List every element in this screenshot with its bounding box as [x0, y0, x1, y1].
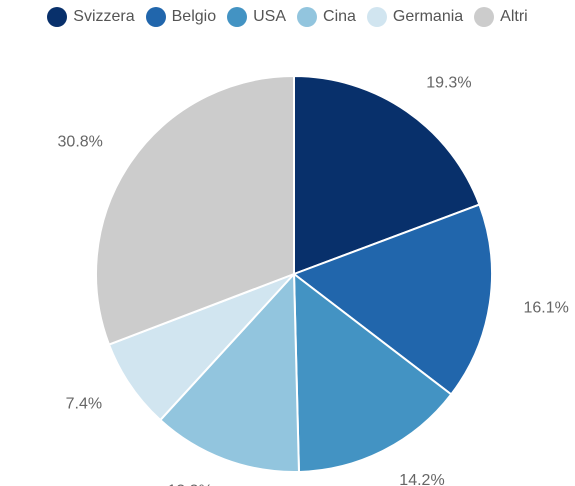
legend-label-4: Germania: [392, 8, 464, 25]
pie-slices: [95, 75, 493, 473]
legend-label-5: Altri: [500, 8, 528, 25]
pie-slice-label-0: 19.3%: [426, 75, 471, 92]
legend-item-1[interactable]: Belgio: [145, 7, 217, 27]
pie-slice-label-2: 14.2%: [399, 472, 444, 486]
legend-item-3[interactable]: Cina: [297, 7, 356, 27]
legend-swatch-4: [366, 7, 387, 27]
pie-slice-5[interactable]: [95, 75, 295, 346]
pie-slice-label-3: 12.2%: [167, 483, 212, 486]
legend-label-3: Cina: [323, 8, 356, 25]
legend-swatch-3: [297, 7, 318, 27]
legend-swatch-1: [145, 7, 166, 27]
pie-slice-1[interactable]: [293, 203, 493, 396]
chart-legend: Svizzera Belgio USA Cina Germania Altri: [0, 0, 575, 34]
pie-slice-3[interactable]: [159, 273, 300, 473]
legend-label-1: Belgio: [171, 8, 217, 25]
pie-slice-0[interactable]: [293, 75, 481, 275]
pie-slice-2[interactable]: [293, 273, 453, 473]
legend-item-2[interactable]: USA: [227, 7, 286, 27]
legend-item-0[interactable]: Svizzera: [47, 7, 135, 27]
legend-label-0: Svizzera: [73, 8, 135, 25]
pie-slice-label-4: 7.4%: [66, 396, 102, 413]
legend-swatch-0: [47, 7, 68, 27]
pie-slice-label-1: 16.1%: [524, 299, 569, 316]
legend-item-4[interactable]: Germania: [366, 7, 464, 27]
legend-item-5[interactable]: Altri: [474, 7, 528, 27]
legend-swatch-2: [227, 7, 248, 27]
legend-label-2: USA: [253, 8, 287, 25]
pie-slice-labels: 19.3% 16.1% 14.2% 12.2% 7.4% 30.8%: [58, 75, 569, 486]
pie-slice-label-5: 30.8%: [58, 134, 103, 151]
legend-swatch-5: [474, 7, 495, 27]
